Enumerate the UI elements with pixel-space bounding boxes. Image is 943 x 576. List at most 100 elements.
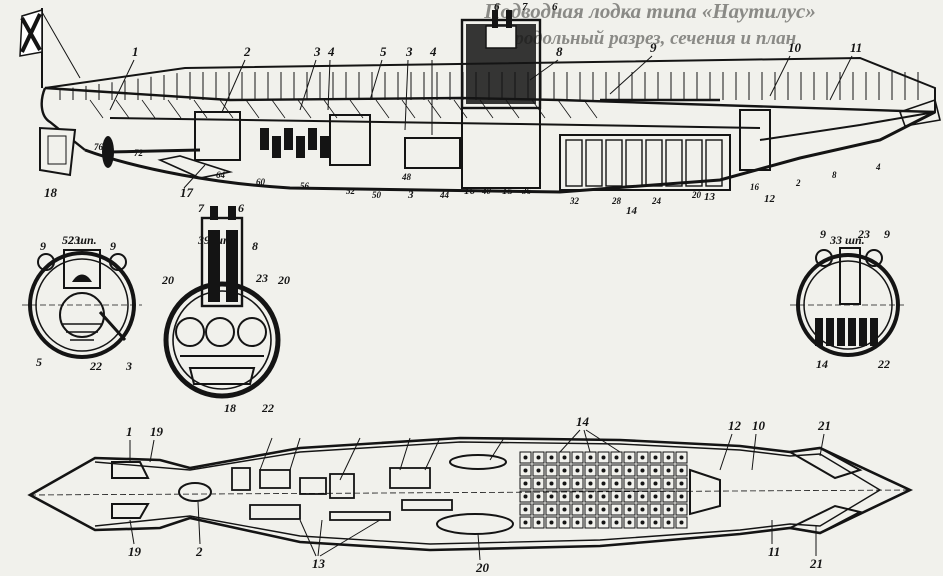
- cell-terminal: [536, 520, 541, 525]
- battery-cell: [584, 451, 597, 464]
- section-callout: 6: [238, 201, 244, 215]
- battery-cell: [532, 464, 545, 477]
- battery-cell: [571, 516, 584, 529]
- battery-cell: [610, 490, 623, 503]
- battery-cell: [675, 516, 688, 529]
- cell-terminal: [575, 520, 580, 525]
- battery-cell: [848, 318, 856, 346]
- section-callout: 3: [125, 359, 132, 373]
- plan-callouts: 1 19 19 2 14 12 10 21 21 11 13 20: [126, 414, 831, 575]
- equipment-block: [329, 511, 391, 521]
- battery-cell: [675, 464, 688, 477]
- machinery-block: [296, 136, 305, 158]
- callout: 36: [521, 186, 532, 196]
- cell-terminal: [562, 507, 567, 512]
- callout: 48: [401, 172, 412, 182]
- truss-diagonal: [89, 99, 104, 119]
- truss-diagonal: [271, 99, 286, 119]
- cell-terminal: [666, 494, 671, 499]
- callout: 2: [795, 178, 801, 188]
- superstructure-outline: [44, 56, 936, 141]
- cell-terminal: [627, 455, 632, 460]
- callout: 50: [372, 190, 382, 200]
- cell-terminal: [627, 494, 632, 499]
- section-callout: 9: [40, 239, 46, 253]
- machinery-block: [284, 128, 293, 150]
- battery-cell: [545, 464, 558, 477]
- cell-terminal: [640, 455, 645, 460]
- battery-cell: [649, 477, 662, 490]
- callout: 4: [429, 44, 437, 59]
- cell-terminal: [588, 520, 593, 525]
- battery-cell: [649, 490, 662, 503]
- battery-cell: [532, 490, 545, 503]
- battery-cell: [519, 451, 532, 464]
- cell-terminal: [523, 455, 528, 460]
- periscope-39-right: [228, 206, 236, 220]
- tank-right-33: [865, 249, 883, 267]
- cell-terminal: [627, 481, 632, 486]
- battery-cell: [558, 490, 571, 503]
- section-frame-52: 52 шп. 9 23 9 5 22 3: [22, 233, 142, 373]
- leader-lines: [109, 55, 853, 189]
- bow-planes-plan: [786, 446, 863, 535]
- battery-cell: [558, 477, 571, 490]
- fuel-tank-plan: [436, 513, 514, 535]
- truss-diagonal: [583, 99, 598, 119]
- battery-cell: [649, 464, 662, 477]
- callout: 15: [502, 185, 514, 197]
- battery-cell: [636, 477, 649, 490]
- cell-terminal: [679, 468, 684, 473]
- section-title-52: 52 шп.: [62, 233, 97, 247]
- plan-outline: [27, 436, 914, 552]
- battery-cell: [675, 490, 688, 503]
- battery-cell: [545, 503, 558, 516]
- hull-ring-39: [163, 281, 281, 399]
- section-callout: 9: [820, 227, 826, 241]
- hull-inner-39: [172, 290, 272, 390]
- truss-diagonal: [193, 99, 208, 119]
- section-callout: 7: [198, 201, 205, 215]
- battery-cell: [571, 490, 584, 503]
- battery-cell: [625, 139, 643, 187]
- trunk-33: [839, 247, 861, 305]
- truss-diagonal: [531, 99, 546, 119]
- callout: 6: [494, 1, 500, 13]
- section-title-33: 33 шп.: [829, 233, 865, 247]
- battery-cell: [610, 516, 623, 529]
- machinery-block: [272, 136, 281, 158]
- callout: 11: [850, 40, 862, 55]
- diesel-engine: [404, 137, 461, 169]
- equipment-block: [299, 477, 327, 495]
- longitudinal-profile: [19, 8, 941, 194]
- battery-cell: [597, 464, 610, 477]
- battery-cell: [519, 490, 532, 503]
- plan-centerline: [29, 489, 911, 496]
- battery-cell: [584, 464, 597, 477]
- electric-motor: [194, 111, 241, 161]
- callout: 7: [522, 1, 528, 13]
- cell-terminal: [614, 520, 619, 525]
- cell-terminal: [523, 468, 528, 473]
- machinery-block: [320, 136, 329, 158]
- battery-cell: [662, 490, 675, 503]
- battery-cell: [584, 516, 597, 529]
- battery-cell: [532, 503, 545, 516]
- battery-cell: [571, 477, 584, 490]
- battery-cell: [623, 503, 636, 516]
- stern-tanks-plan: [111, 461, 150, 519]
- plan-inner-outline: [94, 441, 882, 545]
- callout: 6: [552, 1, 558, 13]
- battery-cell: [675, 503, 688, 516]
- stern-plane: [157, 155, 234, 179]
- cell-terminal: [536, 455, 541, 460]
- battery-cell: [815, 318, 823, 346]
- plan-callout: 21: [817, 418, 831, 433]
- battery-cell: [597, 503, 610, 516]
- cell-terminal: [614, 507, 619, 512]
- cell-terminal: [614, 494, 619, 499]
- rudder-frame: [47, 135, 67, 165]
- callout: 24: [651, 196, 662, 206]
- cell-terminal: [653, 520, 658, 525]
- truss-diagonal: [141, 99, 156, 119]
